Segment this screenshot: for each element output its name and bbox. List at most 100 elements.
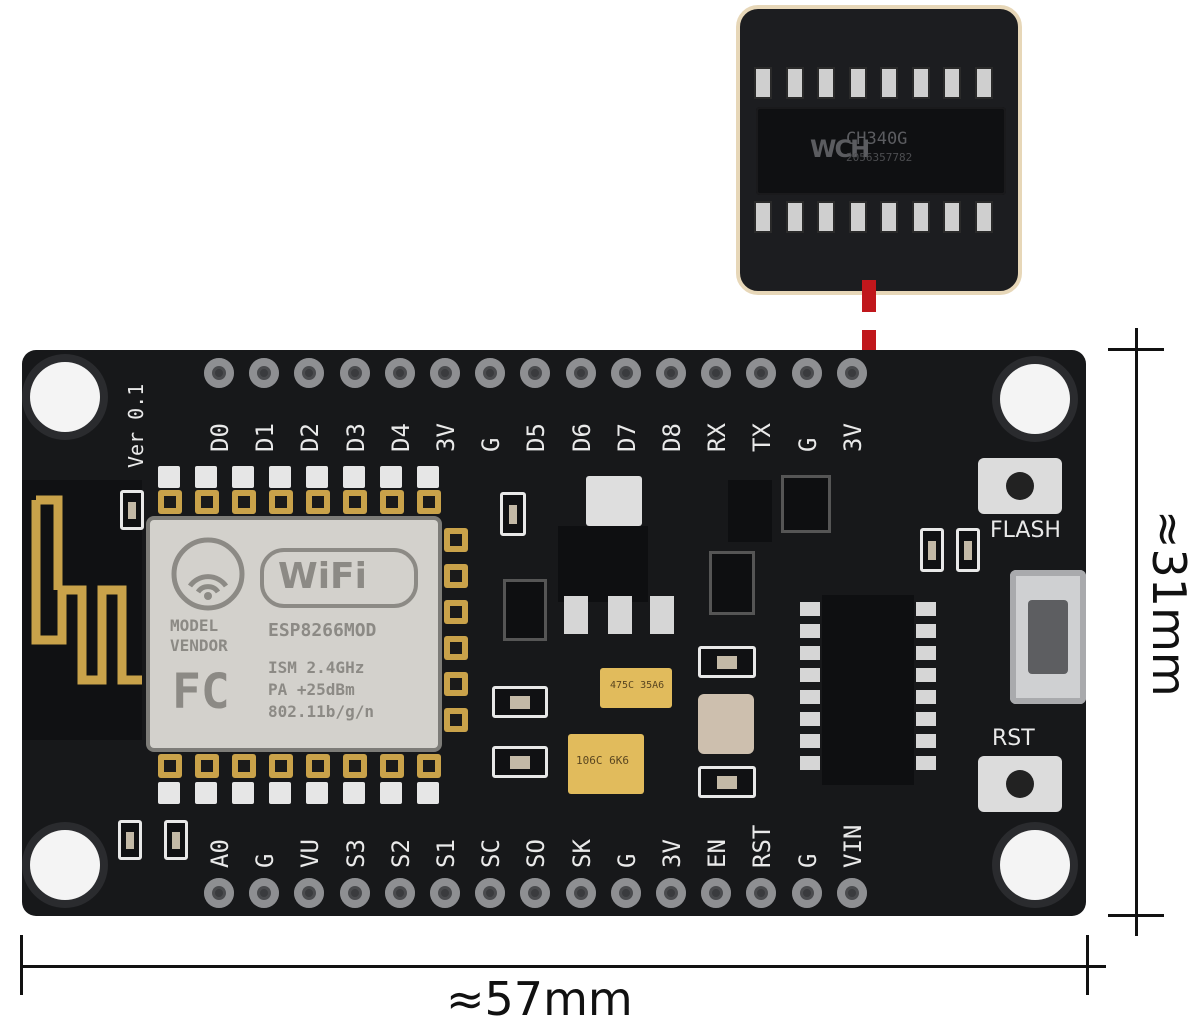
header-pin [656,878,686,908]
module-pad [195,490,219,514]
chip-pin [754,201,772,233]
module-pad [417,466,439,488]
pin-label: D8 [658,423,686,452]
header-pin [475,358,506,388]
module-pad [444,672,468,696]
small-transistor [728,480,772,542]
flash-button[interactable] [978,458,1062,514]
smd-component [698,766,756,798]
module-pad [380,782,402,804]
smd-component [956,528,980,572]
smd-component [492,686,548,718]
chip-pin [880,67,898,99]
pin-label: D2 [296,423,325,452]
module-pad [343,754,367,778]
chip-pin [916,734,936,748]
header-pin [520,358,551,388]
small-ic [784,478,828,530]
pin-label: RST [748,824,777,868]
header-pin [249,358,280,388]
regulator-leg [650,596,674,634]
module-pad [444,708,468,732]
pin-label: 3V [658,839,686,868]
chip-pin [848,67,867,99]
usb-opening [1028,600,1068,674]
header-pin [430,878,460,908]
pin-label: 3V [838,423,867,452]
module-pad [195,782,217,804]
chip-pin [880,201,898,233]
header-pin [384,358,415,388]
width-dimension-tick [1086,935,1089,995]
pin-label: D3 [341,423,370,452]
pin-label: G [251,853,280,868]
module-pad [306,490,330,514]
module-pad [417,782,439,804]
module-pad [380,490,404,514]
pin-label: SO [522,839,551,868]
power-led [120,490,144,530]
chip-pin [974,201,993,233]
header-pin [746,358,777,388]
module-pad [444,564,468,588]
header-pin [610,878,641,908]
header-pin [430,358,460,388]
width-dimension-tick [20,935,23,995]
height-dimension-label: ≈31mm [1142,510,1196,697]
module-pad [269,782,291,804]
header-pin [339,358,370,388]
voltage-regulator [558,526,648,602]
chip-pin [916,756,936,770]
pin-label: EN [703,839,732,868]
pin-label: D0 [206,423,234,452]
pin-label: TX [748,423,777,452]
pin-label: RX [703,423,732,452]
pin-label: G [793,437,822,452]
rst-label: RST [992,726,1035,751]
pin-label: D7 [612,423,641,452]
height-dimension-tick [1108,914,1164,917]
ch340-usb-serial-chip [822,595,914,785]
module-pad [195,754,219,778]
module-pad [195,466,217,488]
chip-pin [916,668,936,682]
fcc-logo: FC [172,664,230,720]
header-pin [656,358,686,388]
chip-pin [800,624,820,638]
smd-component [920,528,944,572]
chip-pin [916,712,936,726]
button-actuator [1006,770,1034,798]
pin-label: VIN [838,824,867,868]
pin-label: SK [567,839,596,868]
version-label: Ver 0.1 [124,383,148,468]
chip-pin [800,690,820,704]
header-pin [565,878,596,908]
header-pin [701,358,732,388]
header-pin [746,878,777,908]
tantalum-capacitor: 106C 6K6 [568,734,644,794]
header-pin [836,358,867,388]
chip-pin [916,624,936,638]
chip-pin [911,201,930,233]
reset-button[interactable] [978,756,1062,812]
module-model-label: MODEL [170,616,219,635]
module-pad [269,466,291,488]
chip-pin [974,67,993,99]
header-pin [294,878,325,908]
module-pad [306,466,328,488]
chip-pin [785,201,804,233]
module-pad [380,466,402,488]
pin-label: S1 [432,839,460,868]
pin-label: D4 [386,423,415,452]
module-pad [444,636,468,660]
module-pad [417,754,441,778]
mounting-hole [1000,830,1070,900]
chip-pin [848,201,867,233]
ch340-chip-closeup: WCH CH340G 2056357782 [736,5,1022,295]
width-dimension-line [22,965,1106,968]
micro-usb-port[interactable] [1010,570,1086,704]
chip-code-text: 2056357782 [846,151,913,164]
pin-label: 3V [432,423,460,452]
mounting-hole [30,362,100,432]
mounting-hole [30,830,100,900]
